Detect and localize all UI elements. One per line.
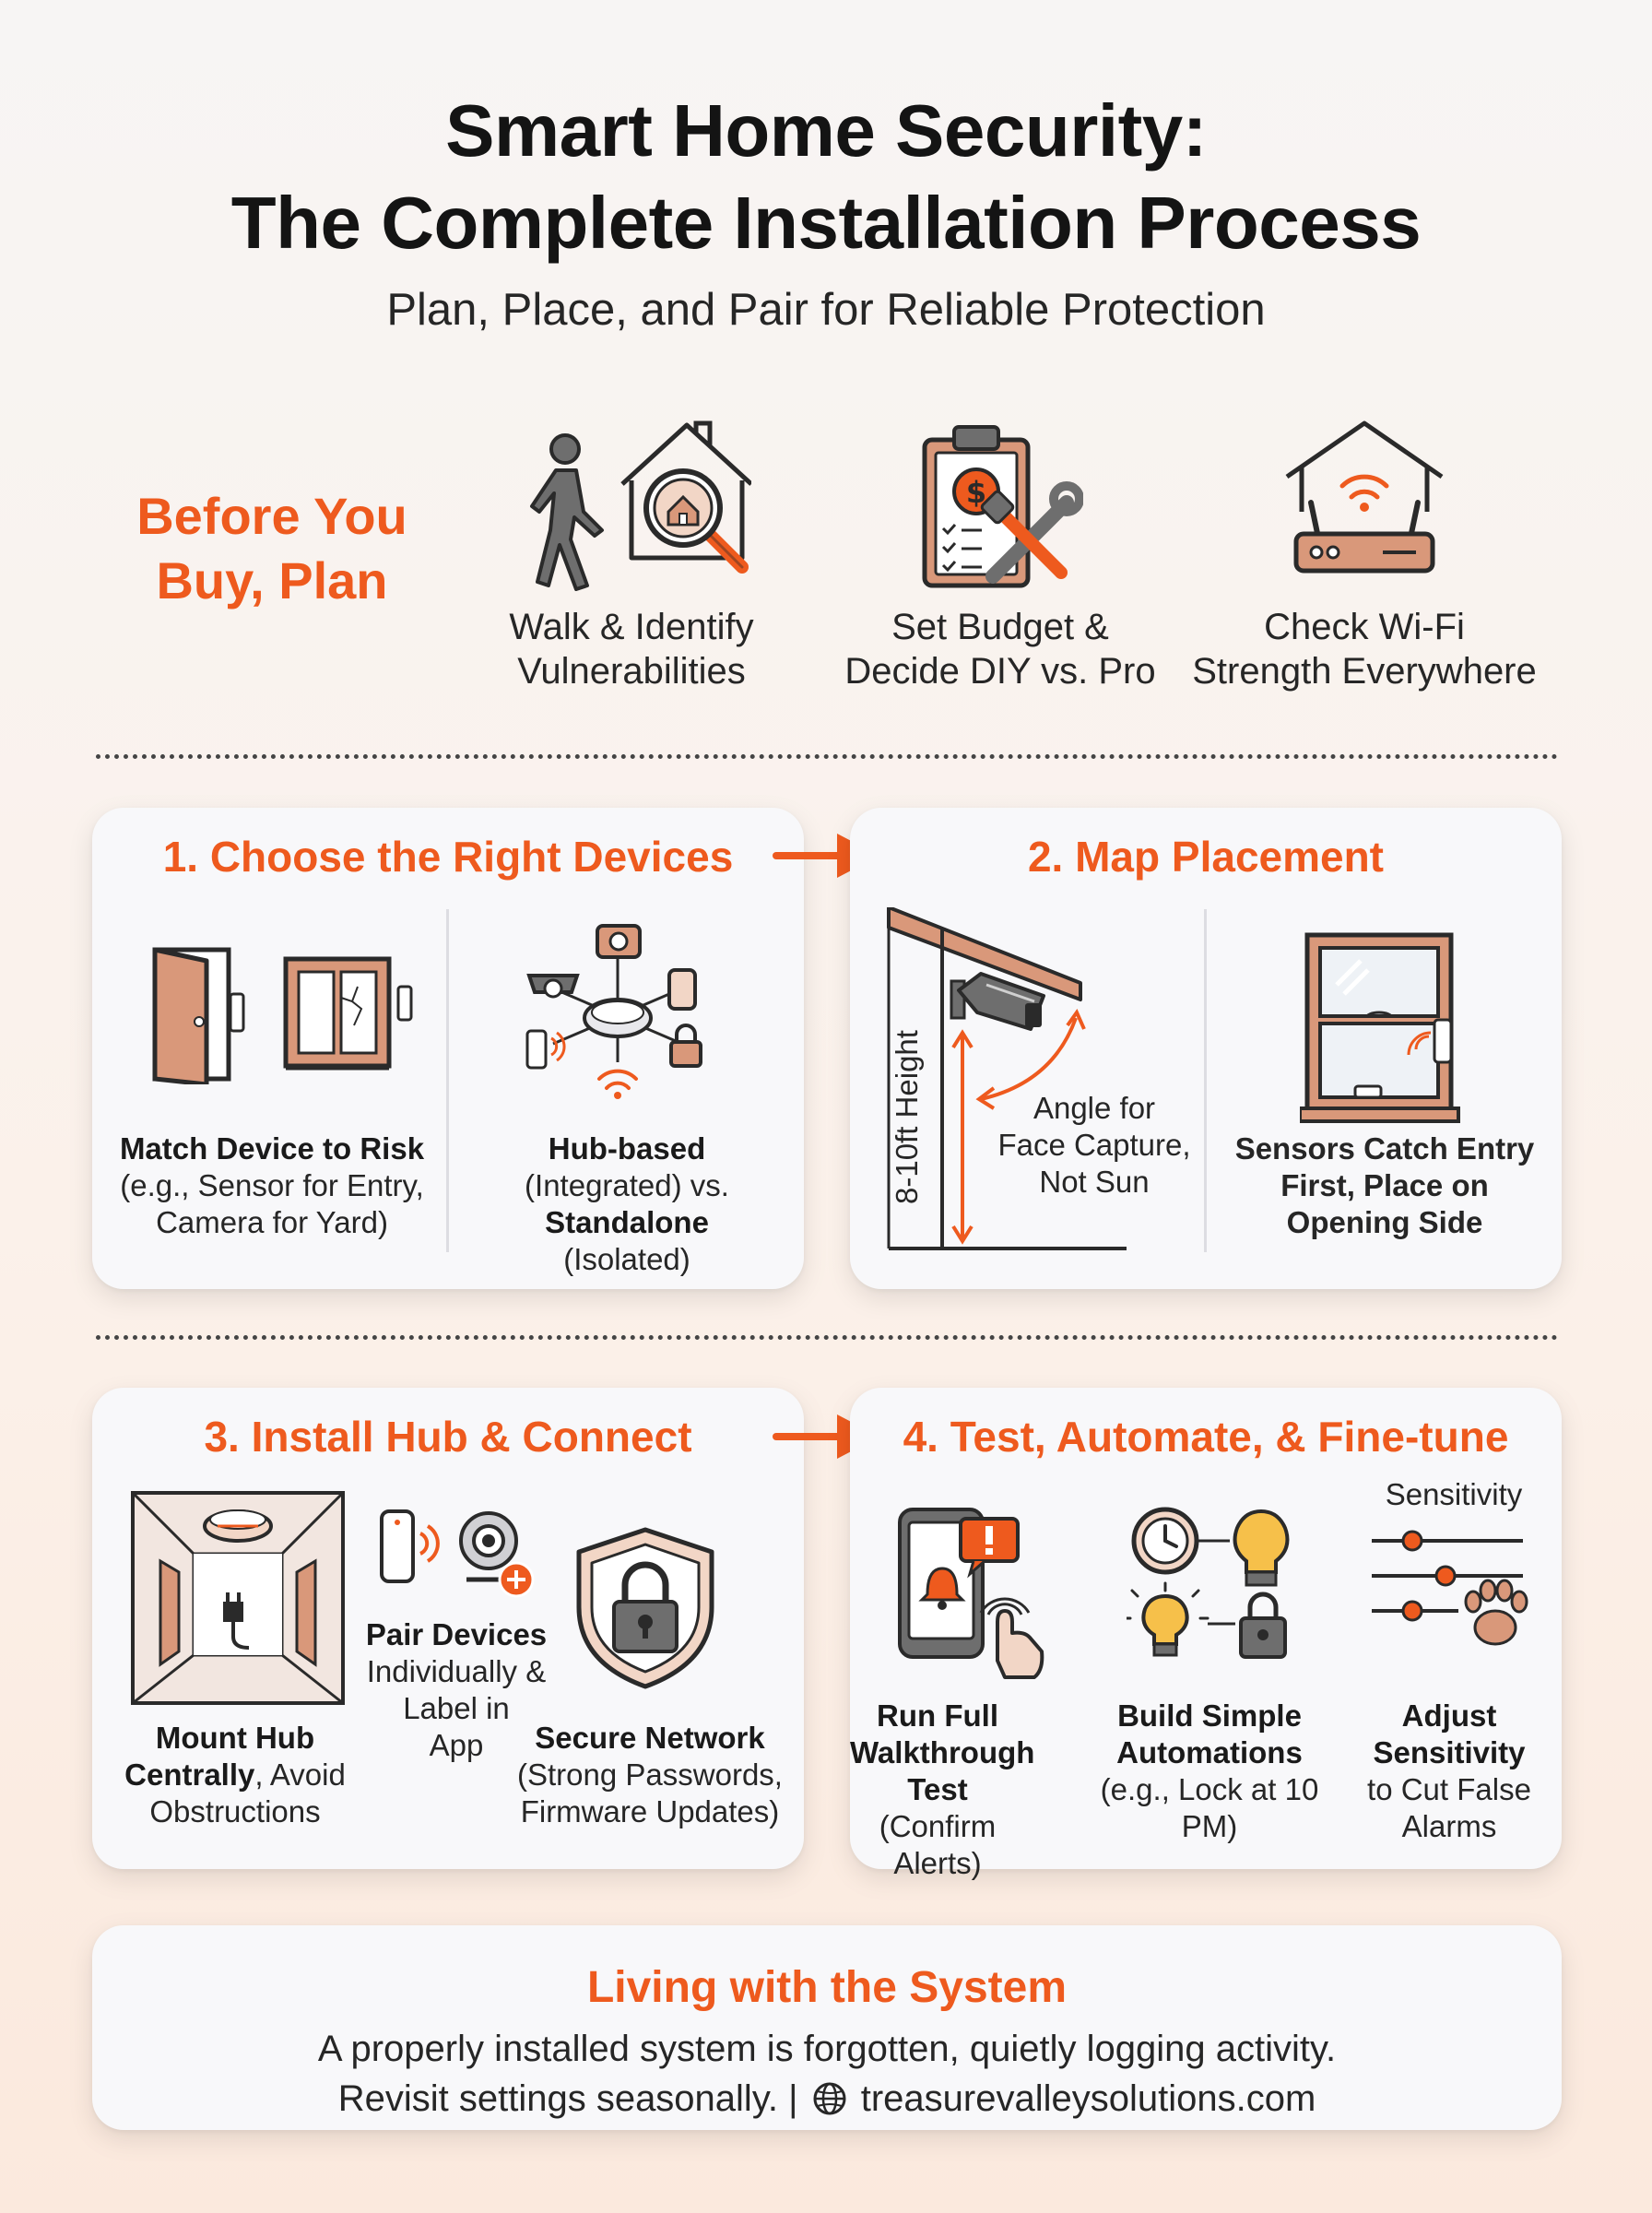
plan-item-walk-line-1: Walk & Identify — [509, 607, 754, 647]
plan-item-budget-line-2: Decide DIY vs. Pro — [844, 651, 1156, 692]
step-3-card: 3. Install Hub & Connect Mount Hub Centr… — [92, 1388, 804, 1869]
page-subtitle: Plan, Place, and Pair for Reliable Prote… — [386, 285, 1266, 335]
step-1-left-caption: Match Device to Risk (e.g., Sensor for E… — [101, 1130, 442, 1241]
window-sensor-icon — [396, 985, 413, 1022]
mount-hub-line-3: Obstructions — [149, 1794, 321, 1828]
step-3-title: 3. Install Hub & Connect — [204, 1413, 692, 1461]
angle-line-2: Face Capture, — [997, 1128, 1191, 1162]
secure-network-caption: Secure Network (Strong Passwords, Firmwa… — [498, 1720, 802, 1830]
automations-line-3: (e.g., Lock at 10 — [1100, 1772, 1319, 1806]
adjust-line-3: to Cut False — [1367, 1772, 1531, 1806]
adjust-bold: Adjust — [1401, 1698, 1497, 1733]
plan-heading-line-1: Before You — [136, 487, 407, 545]
step-1-card: 1. Choose the Right Devices Match Device… — [92, 808, 804, 1289]
sensor-line-1: Sensors Catch Entry — [1234, 1131, 1535, 1166]
plan-item-wifi-line-1: Check Wi-Fi — [1264, 607, 1465, 647]
hub-network-icon — [525, 924, 702, 1099]
walkthrough-bold: Walkthrough — [850, 1735, 1035, 1769]
run-full-bold: Run Full — [877, 1698, 998, 1733]
angle-line-3: Not Sun — [1039, 1165, 1150, 1199]
test-line-4: Alerts) — [893, 1846, 982, 1880]
mount-hub-rest: , Avoid — [254, 1757, 346, 1792]
plan-item-walk: Walk & Identify Vulnerabilities — [479, 605, 784, 693]
sensor-placement-caption: Sensors Catch Entry First, Place on Open… — [1214, 1130, 1555, 1241]
secure-network-line-3: Firmware Updates) — [520, 1794, 780, 1828]
walk-inspect-icon — [530, 420, 751, 591]
test-bold: Test — [907, 1772, 968, 1806]
automations-line-4: PM) — [1181, 1809, 1238, 1843]
height-label: 8-10ft Height — [890, 1030, 924, 1204]
adjust-line-4: Alarms — [1401, 1809, 1497, 1843]
living-line-2: Revisit settings seasonally. | treasurev… — [92, 2078, 1562, 2120]
shield-lock-icon — [576, 1527, 714, 1689]
window-sensor-placement-icon — [1300, 932, 1460, 1123]
angle-caption: Angle for Face Capture, Not Sun — [970, 1090, 1219, 1201]
match-device-bold: Match Device to Risk — [119, 1131, 425, 1166]
plan-item-budget-line-1: Set Budget & — [891, 607, 1109, 647]
angle-line-1: Angle for — [1032, 1091, 1156, 1125]
sensitivity-label: Sensitivity — [1385, 1477, 1523, 1511]
secure-network-bold: Secure Network — [535, 1721, 765, 1755]
step-4-card: 4. Test, Automate, & Fine-tune Sensitivi… — [850, 1388, 1562, 1880]
section-divider-1 — [96, 754, 1558, 759]
match-device-line-2: (e.g., Sensor for Entry, — [120, 1168, 424, 1202]
plan-item-wifi-line-2: Strength Everywhere — [1192, 651, 1537, 692]
phone-alert-icon — [898, 1508, 1044, 1679]
walkthrough-test-caption: Run Full Walkthrough Test (Confirm Alert… — [850, 1698, 1034, 1882]
step-2-card: 2. Map Placement 8-10ft Height Angle for… — [850, 808, 1562, 1289]
plan-heading: Before You Buy, Plan — [74, 484, 470, 613]
step-1-title: 1. Choose the Right Devices — [162, 833, 734, 881]
living-title: Living with the System — [586, 1963, 1068, 2012]
step-2-title: 2. Map Placement — [1027, 833, 1385, 881]
automations-bold: Automations — [1116, 1735, 1303, 1769]
plan-item-budget: Set Budget & Decide DIY vs. Pro — [830, 605, 1171, 693]
secure-network-line-2: (Strong Passwords, — [517, 1757, 783, 1792]
mount-hub-bold: Mount Hub — [155, 1721, 315, 1755]
svg-text:$: $ — [966, 475, 986, 510]
centrally-bold: Centrally — [124, 1757, 255, 1792]
door-window-icon — [152, 947, 392, 1084]
build-simple-bold: Build Simple — [1117, 1698, 1302, 1733]
title-line-1: Smart Home Security: — [445, 89, 1207, 172]
mount-hub-caption: Mount Hub Centrally, Avoid Obstructions — [92, 1720, 378, 1830]
living-line-2-text: Revisit settings seasonally. | — [337, 2078, 798, 2119]
automations-caption: Build Simple Automations (e.g., Lock at … — [1085, 1698, 1334, 1845]
standalone-line-4: (Isolated) — [563, 1242, 690, 1276]
wifi-router-icon — [1285, 420, 1444, 574]
pair-devices-icon — [380, 1509, 535, 1598]
living-card: Living with the System A properly instal… — [92, 1925, 1562, 2130]
sensitivity-sliders-icon[interactable] — [1366, 1524, 1532, 1653]
page-title: Smart Home Security: The Complete Instal… — [0, 85, 1652, 269]
pair-devices-line-2: Individually & — [366, 1654, 547, 1688]
step-1-right-caption: Hub-based (Integrated) vs. Standalone (I… — [461, 1130, 793, 1278]
automation-icon — [1127, 1507, 1290, 1659]
plan-item-wifi: Check Wi-Fi Strength Everywhere — [1180, 605, 1549, 693]
plan-heading-line-2: Buy, Plan — [156, 551, 388, 609]
step-2-divider — [1204, 909, 1207, 1252]
sensitivity-bold: Sensitivity — [1373, 1735, 1526, 1769]
section-divider-2 — [96, 1335, 1558, 1340]
pair-devices-line-4: App — [429, 1728, 484, 1762]
pair-devices-bold: Pair Devices — [365, 1617, 548, 1651]
plan-item-walk-line-2: Vulnerabilities — [517, 651, 746, 692]
test-rest: (Confirm — [879, 1809, 997, 1843]
pair-devices-caption: Pair Devices Individually & Label in App — [350, 1616, 562, 1764]
globe-icon — [813, 2082, 846, 2115]
hallway-hub-icon — [131, 1491, 345, 1705]
budget-tools-icon: $ — [922, 425, 1083, 588]
match-device-line-3: Camera for Yard) — [156, 1205, 388, 1239]
standalone-bold: Standalone — [545, 1205, 709, 1239]
hub-based-line-2: (Integrated) vs. — [525, 1168, 729, 1202]
hub-based-bold: Hub-based — [548, 1131, 706, 1166]
living-line-1: A properly installed system is forgotten… — [317, 2029, 1337, 2069]
camera-placement-diagram — [887, 907, 1127, 1250]
step-1-divider — [446, 909, 449, 1252]
sensor-line-2: First, Place on — [1280, 1168, 1489, 1202]
sensor-line-3: Opening Side — [1286, 1205, 1483, 1239]
title-line-2: The Complete Installation Process — [230, 182, 1422, 264]
adjust-sensitivity-caption: Adjust Sensitivity to Cut False Alarms — [1348, 1698, 1551, 1845]
website-link[interactable]: treasurevalleysolutions.com — [860, 2078, 1316, 2119]
step-4-title: 4. Test, Automate, & Fine-tune — [903, 1413, 1509, 1461]
pair-devices-line-3: Label in — [403, 1691, 510, 1725]
